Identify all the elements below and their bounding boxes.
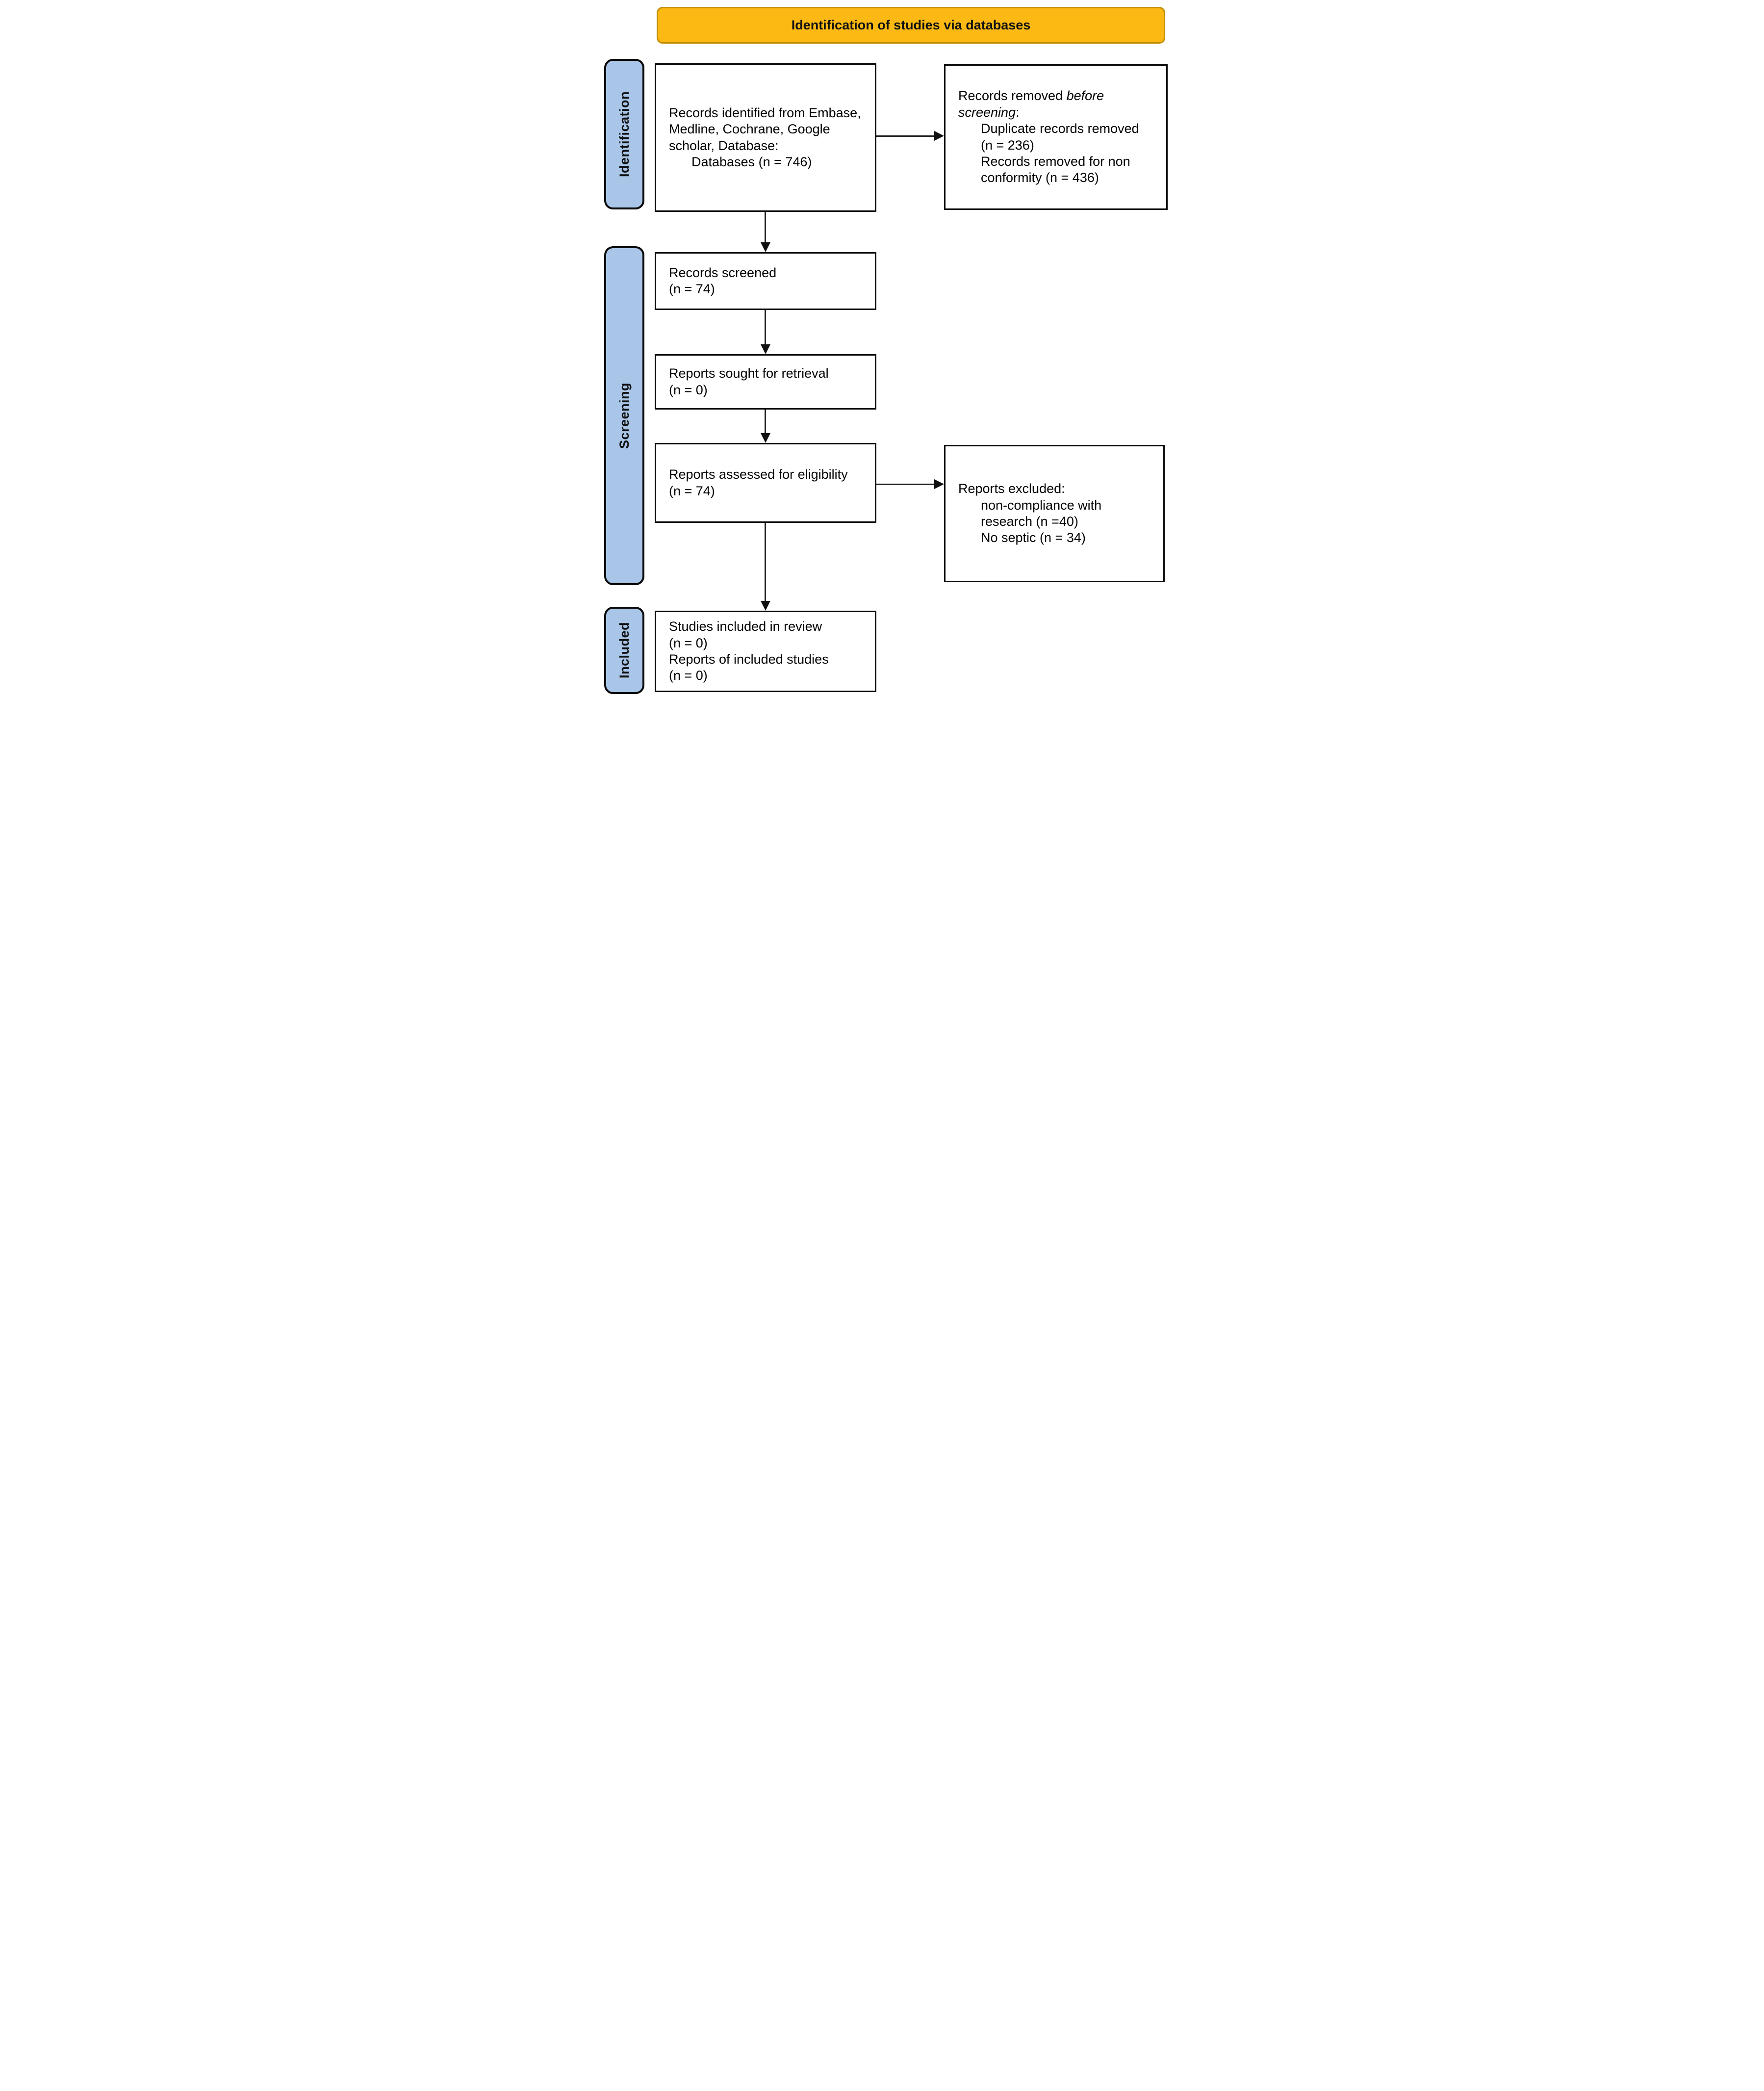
- box-records-screened: Records screened (n = 74): [655, 252, 876, 310]
- stage-screening-label: Screening: [616, 382, 632, 449]
- reports-excluded-item-noncompliance: non-compliance with research (n =40): [981, 497, 1102, 529]
- box-reports-assessed: Reports assessed for eligibility (n = 74…: [655, 443, 876, 523]
- prisma-flow-diagram: Identification of studies via databases …: [588, 0, 1176, 697]
- records-removed-italic: before screening: [958, 88, 1104, 120]
- box-records-identified: Records identified from Embase, Medline,…: [655, 63, 876, 212]
- arrow-identified-to-removed-stem: [876, 135, 935, 137]
- reports-excluded-item-noseptic: No septic (n = 34): [981, 530, 1086, 545]
- records-removed-item-nonconformity: Records removed for non conformity (n = …: [981, 154, 1130, 185]
- reports-excluded-title: Reports excluded:: [958, 481, 1065, 496]
- arrow-identified-to-screened-stem: [765, 212, 766, 243]
- reports-assessed-count: (n = 74): [669, 483, 715, 498]
- arrow-assessed-to-included-stem: [765, 523, 766, 601]
- stage-screening: Screening: [604, 246, 644, 585]
- stage-identification-label: Identification: [616, 91, 632, 177]
- records-identified-text: Records identified from Embase, Medline,…: [669, 105, 861, 153]
- arrow-sought-to-assessed-head: [761, 433, 770, 443]
- arrow-screened-to-sought-head: [761, 344, 770, 354]
- arrow-assessed-to-excluded-head: [934, 479, 944, 489]
- reports-included-count: (n = 0): [669, 668, 708, 683]
- reports-included-text: Reports of included studies: [669, 652, 829, 667]
- stage-identification: Identification: [604, 59, 644, 209]
- diagram-title: Identification of studies via databases: [791, 18, 1031, 32]
- arrow-sought-to-assessed-stem: [765, 410, 766, 434]
- stage-included-label: Included: [616, 622, 632, 679]
- records-screened-count: (n = 74): [669, 282, 715, 296]
- arrow-identified-to-screened-head: [761, 242, 770, 252]
- box-studies-included: Studies included in review (n = 0) Repor…: [655, 611, 876, 692]
- reports-sought-text: Reports sought for retrieval: [669, 366, 829, 381]
- arrow-assessed-to-included-head: [761, 601, 770, 611]
- stage-included: Included: [604, 607, 644, 694]
- title-banner: Identification of studies via databases: [657, 7, 1165, 44]
- records-screened-text: Records screened: [669, 265, 777, 280]
- records-removed-item-duplicates: Duplicate records removed (n = 236): [981, 121, 1139, 153]
- arrow-identified-to-removed-head: [934, 131, 944, 141]
- reports-sought-count: (n = 0): [669, 382, 708, 397]
- arrow-assessed-to-excluded-stem: [876, 484, 935, 485]
- studies-included-text: Studies included in review: [669, 619, 822, 634]
- box-records-removed: Records removed before screening: Duplic…: [944, 64, 1168, 210]
- studies-included-count: (n = 0): [669, 635, 708, 650]
- reports-assessed-text: Reports assessed for eligibility: [669, 467, 848, 482]
- records-removed-title: Records removed before screening:: [958, 88, 1104, 120]
- box-reports-excluded: Reports excluded: non-compliance with re…: [944, 445, 1165, 582]
- records-identified-count: Databases (n = 746): [691, 154, 812, 169]
- box-reports-sought: Reports sought for retrieval (n = 0): [655, 354, 876, 410]
- arrow-screened-to-sought-stem: [765, 310, 766, 345]
